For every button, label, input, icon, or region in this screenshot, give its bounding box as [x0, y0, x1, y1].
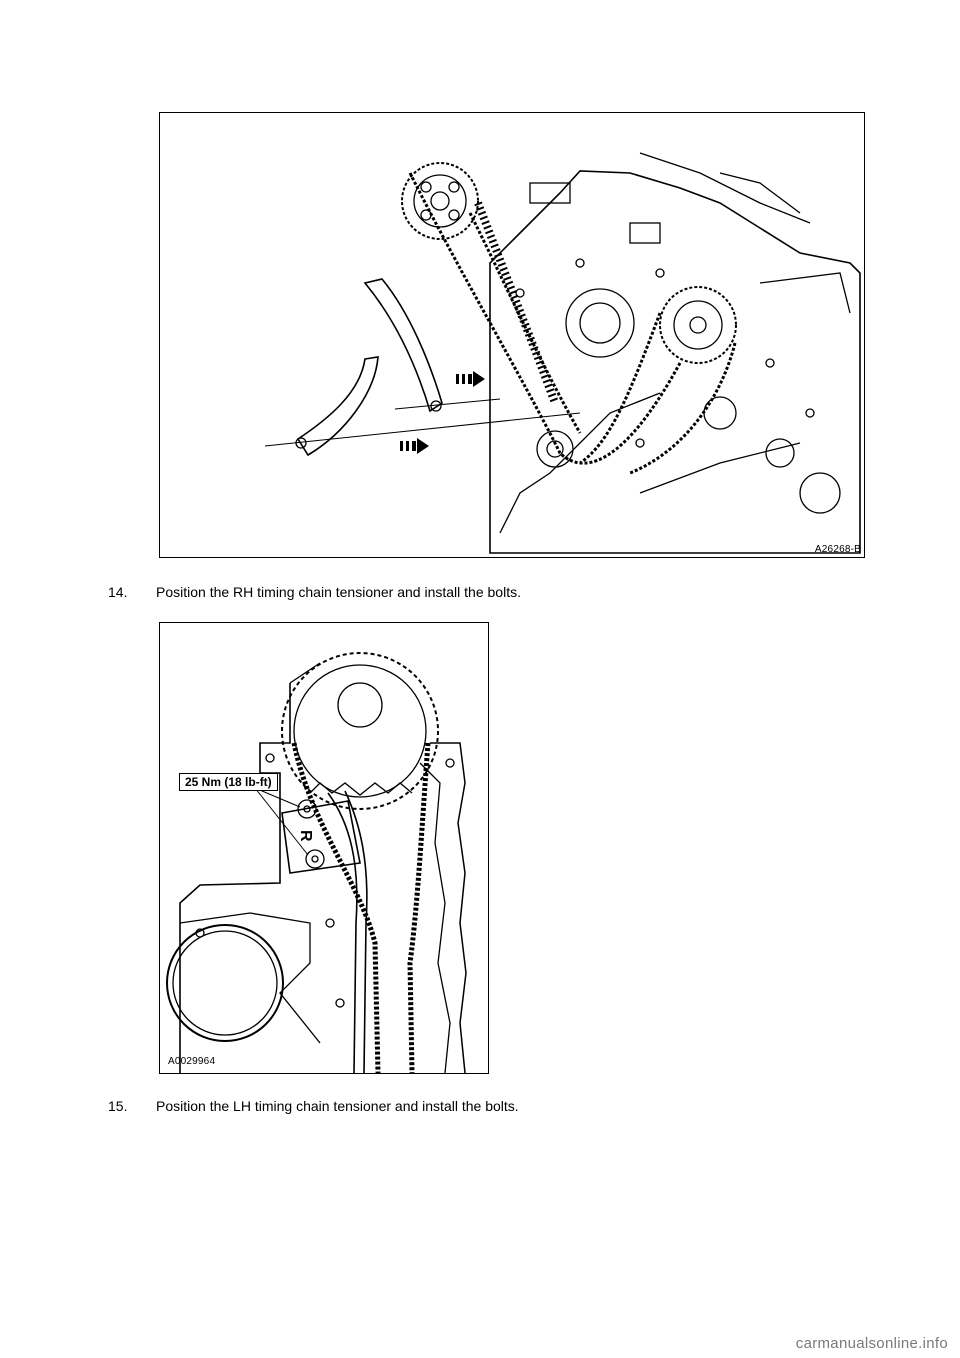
- figure-rh-tensioner: R 25 Nm (18 lb-ft) A0029964: [159, 622, 489, 1074]
- step-number: 14.: [108, 584, 128, 600]
- figure-id-label: A26268-B: [814, 544, 861, 555]
- engine-illustration-tensioner: R: [166, 652, 467, 1073]
- figure-timing-chain-guides: A26268-B: [159, 112, 865, 558]
- step-text: Position the RH timing chain tensioner a…: [156, 584, 521, 600]
- engine-illustration-guides: [264, 152, 861, 554]
- step-15: 15. Position the LH timing chain tensione…: [108, 1098, 519, 1114]
- figure-id-label: A0029964: [168, 1056, 216, 1067]
- tensioner-mark: R: [297, 830, 314, 842]
- step-number: 15.: [108, 1098, 128, 1114]
- watermark: carmanualsonline.info: [795, 1335, 948, 1352]
- step-14: 14. Position the RH timing chain tensione…: [108, 584, 521, 600]
- step-text: Position the LH timing chain tensioner a…: [156, 1098, 519, 1114]
- torque-spec-label: 25 Nm (18 lb-ft): [179, 773, 278, 791]
